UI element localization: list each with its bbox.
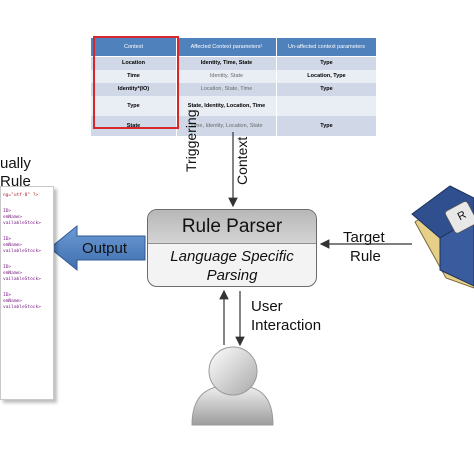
cell-unaffected [276, 96, 377, 116]
context-table: Context Affected Context parameters¹ Un-… [90, 37, 377, 136]
header-affected: Affected Context parameters¹ [176, 37, 277, 57]
context-label-text: Context [234, 136, 250, 185]
user-icon [191, 346, 274, 426]
xml-line: vailableStock> [3, 221, 41, 226]
triggering-label: Triggering [183, 109, 199, 172]
table-row: Identity*(IO) Location, State, Time Type [90, 83, 377, 96]
xml-line: ID> [3, 237, 12, 242]
cell-affected: Location, State, Time [176, 83, 277, 96]
left-title-bottom: Rule [0, 173, 31, 190]
rule-parser-box: Rule Parser Language Specific Parsing [147, 209, 317, 287]
cell-context: Type [90, 96, 177, 116]
book-icon [411, 185, 474, 289]
cell-unaffected: Type [276, 116, 377, 136]
table-row: Type State, Identity, Location, Time [90, 96, 377, 116]
cell-context: Time [90, 70, 177, 83]
xml-line: emName> [3, 243, 22, 248]
parser-sub-line2: Parsing [206, 267, 258, 284]
xml-line: vailableStock> [3, 277, 41, 282]
context-column-highlight [93, 36, 179, 129]
xml-line: vailableStock> [3, 249, 41, 254]
target-label: Target [343, 229, 385, 246]
cell-context: Location [90, 56, 177, 70]
xml-line: emName> [3, 215, 22, 220]
cell-context: Identity*(IO) [90, 83, 177, 96]
header-context: Context [90, 37, 177, 57]
left-title-top: ually [0, 155, 31, 172]
user-label: User [251, 298, 283, 315]
parser-subtitle: Language Specific Parsing [148, 244, 316, 285]
rule-label: Rule [350, 248, 381, 265]
xml-line: ID> [3, 265, 12, 270]
cell-affected: Identity, State [176, 70, 277, 83]
cell-affected: Identity, Time, State [176, 56, 277, 70]
parser-sub-line1: Language Specific [170, 248, 294, 265]
xml-line: emName> [3, 299, 22, 304]
cell-unaffected: Type [276, 56, 377, 70]
parser-title: Rule Parser [148, 210, 316, 244]
output-label: Output [82, 240, 128, 257]
xml-line: emName> [3, 271, 22, 276]
cell-affected: Time, Identity, Location, State [176, 116, 277, 136]
cell-context: State [90, 116, 177, 136]
cell-unaffected: Location, Type [276, 70, 377, 83]
xml-document: ng="utf-8" ?> ID> emName> vailableStock>… [0, 186, 54, 400]
cell-unaffected: Type [276, 83, 377, 96]
table-row: Location Identity, Time, State Type [90, 56, 377, 70]
xml-line: ID> [3, 293, 12, 298]
table-header-row: Context Affected Context parameters¹ Un-… [90, 37, 377, 57]
header-unaffected: Un-affected context parameters [276, 37, 377, 57]
table-row: State Time, Identity, Location, State Ty… [90, 116, 377, 136]
interaction-label: Interaction [251, 317, 322, 334]
xml-line: ng="utf-8" ?> [3, 193, 39, 198]
xml-line: vailableStock> [3, 305, 41, 310]
table-row: Time Identity, State Location, Type [90, 70, 377, 83]
xml-line: ID> [3, 209, 12, 214]
output-arrow [49, 224, 146, 272]
